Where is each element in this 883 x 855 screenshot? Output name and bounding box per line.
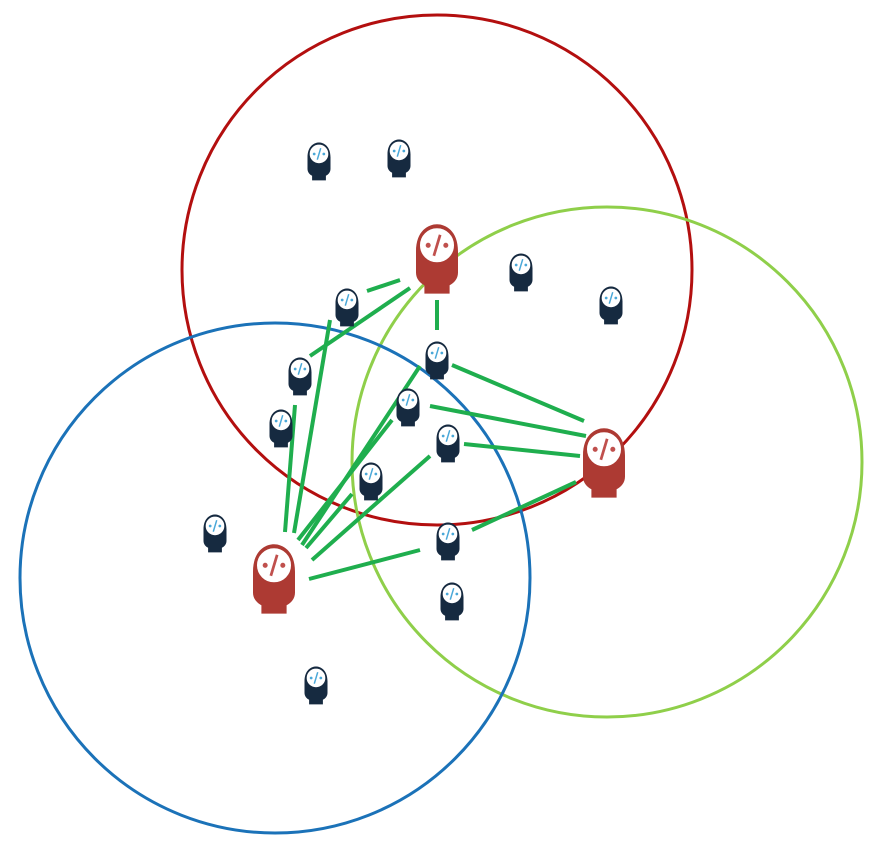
link-leader-bottom-left-m5 bbox=[292, 319, 332, 534]
m9-member-head-icon bbox=[269, 409, 293, 448]
link-leader-bottom-left-m12 bbox=[310, 454, 432, 562]
link-leader-bottom-left-m13 bbox=[308, 548, 421, 581]
m1-member-head-icon bbox=[307, 142, 331, 181]
m10-member-head-icon bbox=[436, 424, 460, 463]
blue-group-circle bbox=[18, 321, 532, 835]
m2-member-head-icon bbox=[387, 139, 411, 178]
link-leader-right-m13 bbox=[471, 480, 577, 532]
leader-top-leader-head-icon bbox=[416, 224, 458, 294]
m4-member-head-icon bbox=[599, 286, 623, 325]
m15-member-head-icon bbox=[304, 666, 328, 705]
red-group-circle bbox=[180, 13, 694, 527]
link-leader-top-m5 bbox=[366, 278, 401, 293]
green-group-circle bbox=[350, 205, 864, 719]
link-leader-right-m8 bbox=[451, 363, 585, 423]
m12-member-head-icon bbox=[203, 514, 227, 553]
leader-bottom-left-leader-head-icon bbox=[253, 544, 295, 614]
m14-member-head-icon bbox=[440, 582, 464, 621]
link-leader-right-m11 bbox=[463, 442, 581, 458]
link-leader-right-m10 bbox=[429, 404, 587, 438]
leader-right-leader-head-icon bbox=[583, 428, 625, 498]
link-leader-bottom-left-m11 bbox=[304, 492, 354, 550]
m7-member-head-icon bbox=[425, 341, 449, 380]
m6-member-head-icon bbox=[288, 357, 312, 396]
m5-member-head-icon bbox=[335, 288, 359, 327]
m11-member-head-icon bbox=[359, 462, 383, 501]
m3-member-head-icon bbox=[509, 253, 533, 292]
m13-member-head-icon bbox=[436, 522, 460, 561]
link-leader-bottom-left-m6 bbox=[283, 404, 297, 533]
link-leader-bottom-left-m10 bbox=[296, 418, 394, 542]
m8-member-head-icon bbox=[396, 388, 420, 427]
